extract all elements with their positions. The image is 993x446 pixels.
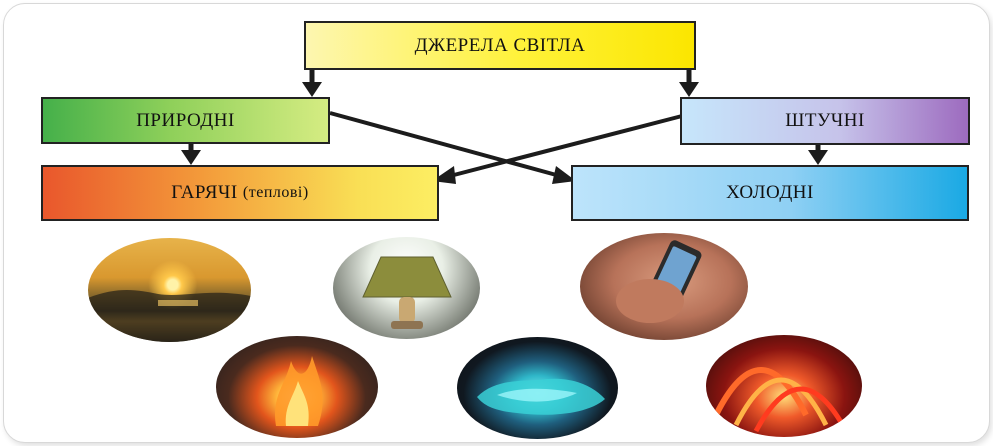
cold-label: ХОЛОДНІ: [726, 182, 814, 203]
glowing-crystals-photo: [457, 337, 618, 439]
cold-box: ХОЛОДНІ: [571, 165, 969, 221]
arrow-natural-to-cold: [329, 111, 561, 178]
hot-box: ГАРЯЧІ (теплові): [41, 165, 439, 221]
arrowhead-natural-to-hot: [181, 150, 201, 165]
neon-lights-photo: [706, 335, 862, 437]
artificial-box: ШТУЧНІ: [680, 97, 970, 145]
hot-label: ГАРЯЧІ: [171, 182, 238, 203]
hot-sublabel: (теплові): [242, 184, 309, 201]
arrowhead-root-to-artificial: [679, 82, 699, 97]
smartphone-photo: [580, 233, 748, 340]
root-label: ДЖЕРЕЛА СВІТЛА: [414, 34, 586, 56]
arrowhead-natural-to-cold: [552, 166, 576, 184]
arrow-artificial-to-hot: [449, 114, 683, 178]
lamp-photo: [333, 237, 480, 339]
sunset-photo: [88, 238, 251, 342]
artificial-label: ШТУЧНІ: [785, 110, 865, 131]
arrowhead-root-to-natural: [302, 82, 322, 97]
arrowhead-artificial-to-cold: [808, 150, 828, 165]
natural-label: ПРИРОДНІ: [136, 109, 235, 131]
natural-box: ПРИРОДНІ: [41, 97, 330, 144]
root-box: ДЖЕРЕЛА СВІТЛА: [304, 21, 696, 70]
bonfire-photo: [216, 336, 378, 438]
